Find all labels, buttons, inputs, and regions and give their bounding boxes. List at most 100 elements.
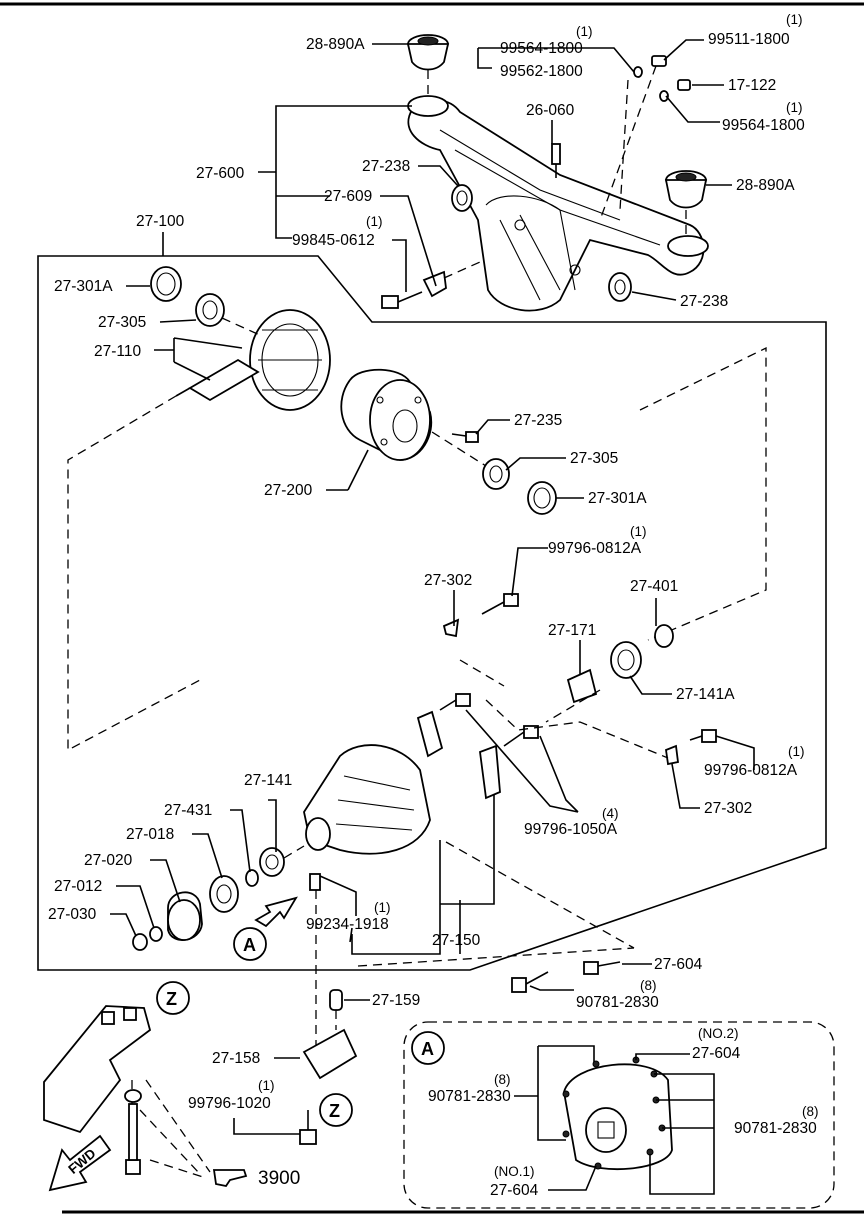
qty-99564-1800-b: (1)	[786, 100, 803, 115]
inset-label-27-604-no2: 27-604	[692, 1045, 741, 1062]
inset-a-frame	[403, 1021, 835, 1209]
label-27-609: 27-609	[324, 188, 372, 205]
label-27-301A-b: 27-301A	[588, 490, 647, 507]
label-27-235: 27-235	[514, 412, 562, 429]
label-27-150: 27-150	[432, 932, 481, 949]
mount-28-890A-right	[664, 170, 708, 236]
ref-3900: 3900	[258, 1168, 300, 1189]
label-99796-0812A-b: 99796-0812A	[704, 762, 798, 779]
label-90781-2830-a: 90781-2830	[576, 994, 659, 1011]
view-a-circle	[233, 927, 267, 961]
label-27-030: 27-030	[48, 906, 97, 923]
seals-27-171-27-141A	[459, 624, 674, 723]
label-27-200: 27-200	[264, 482, 313, 499]
label-27-158: 27-158	[212, 1050, 260, 1067]
qty-99796-0812A-a: (1)	[630, 524, 647, 539]
qty-99796-1050A: (4)	[602, 806, 619, 821]
detail-z-top-letter: Z	[166, 989, 177, 1009]
bearing-right-set	[431, 431, 557, 515]
mount-27-158	[299, 989, 358, 1145]
inset-leaders	[514, 1045, 715, 1195]
label-99564-1800-a: 99564-1800	[500, 40, 583, 57]
label-99845-0612: 99845-0612	[292, 232, 375, 249]
bolt-99796-0812A-b	[485, 699, 717, 766]
label-27-020: 27-020	[84, 852, 133, 869]
detail-z-bottom-circle	[319, 1093, 353, 1127]
label-99796-0812A-a: 99796-0812A	[548, 540, 642, 557]
qty-99564-1800-a: (1)	[576, 24, 593, 39]
qty-99796-1020: (1)	[258, 1078, 275, 1093]
bearing-left-set	[150, 266, 263, 337]
qty-99845-0612: (1)	[366, 214, 383, 229]
label-28-890A-right: 28-890A	[736, 177, 795, 194]
inset-a-letter: A	[421, 1039, 434, 1059]
ring-and-pinion-27-110	[175, 309, 331, 411]
label-27-301A-a: 27-301A	[54, 278, 113, 295]
label-27-431: 27-431	[164, 802, 212, 819]
qty-99796-0812A-b: (1)	[788, 744, 805, 759]
label-27-110: 27-110	[94, 343, 141, 360]
assembly-line-left	[67, 395, 201, 752]
inset-label-90781-right: 90781-2830	[734, 1120, 817, 1137]
label-27-171: 27-171	[548, 622, 596, 639]
bolts-27-604-90781	[511, 961, 621, 993]
view-a-letter: A	[243, 935, 256, 955]
label-27-012: 27-012	[54, 878, 102, 895]
inset-qty-90781-right: (8)	[802, 1104, 819, 1119]
label-27-141A: 27-141A	[676, 686, 735, 703]
assembly-line-right	[639, 346, 767, 641]
inset-housing	[562, 1056, 673, 1171]
label-28-890A-top: 28-890A	[306, 36, 365, 53]
detail-z-bottom-letter: Z	[329, 1101, 340, 1121]
part-labels: 28-890A (1) 99564-1800 99562-1800 (1) 99…	[48, 12, 819, 1199]
fittings-top-right	[551, 55, 691, 221]
label-26-060: 26-060	[526, 102, 575, 119]
diff-case-27-200	[340, 368, 433, 461]
label-27-159: 27-159	[372, 992, 420, 1009]
label-27-401: 27-401	[630, 578, 678, 595]
detail-z-top-circle	[156, 981, 190, 1015]
detail-z-bracket	[43, 1005, 211, 1179]
label-99564-1800-b: 99564-1800	[722, 117, 805, 134]
inset-no2: (NO.2)	[698, 1026, 739, 1041]
label-27-238-a: 27-238	[362, 158, 410, 175]
label-27-302-a: 27-302	[424, 572, 472, 589]
pinion-front-parts	[132, 845, 305, 951]
leader-lines	[110, 39, 755, 1135]
label-27-604-a: 27-604	[654, 956, 703, 973]
label-27-018: 27-018	[126, 826, 174, 843]
inset-label-27-604-no1: 27-604	[490, 1182, 539, 1199]
label-27-600: 27-600	[196, 165, 245, 182]
bolt-line	[357, 947, 635, 967]
inset-no1: (NO.1)	[494, 1164, 535, 1179]
view-arrow-icon	[254, 896, 298, 928]
label-27-141: 27-141	[244, 772, 292, 789]
qty-99234-1918: (1)	[374, 900, 391, 915]
label-27-305-b: 27-305	[570, 450, 618, 467]
crossmember	[407, 95, 709, 312]
mount-28-890A-top	[406, 34, 450, 96]
housing-bolt-line	[445, 841, 635, 949]
bolt-99796-0812A-a	[442, 593, 519, 638]
label-99234-1918: 99234-1918	[306, 916, 389, 933]
bushing-27-238-b	[608, 272, 632, 302]
inset-label-90781-left: 90781-2830	[428, 1088, 511, 1105]
fwd-arrow-icon	[48, 1134, 112, 1192]
label-99796-1050A: 99796-1050A	[524, 821, 618, 838]
label-99511-1800: 99511-1800	[708, 31, 790, 48]
qty-99511-1800: (1)	[786, 12, 803, 27]
bolt-27-235	[451, 431, 479, 443]
qty-90781-2830-a: (8)	[640, 978, 657, 993]
label-99796-1020: 99796-1020	[188, 1095, 271, 1112]
bushing-27-238-a	[451, 184, 473, 212]
inset-a-circle	[411, 1031, 445, 1065]
label-27-100: 27-100	[136, 213, 185, 230]
label-17-122: 17-122	[728, 77, 776, 94]
label-27-305-a: 27-305	[98, 314, 146, 331]
label-27-302-b: 27-302	[704, 800, 752, 817]
label-99562-1800: 99562-1800	[500, 63, 583, 80]
differential-assembly-outline	[37, 232, 827, 971]
pointing-hand-icon	[212, 1169, 248, 1188]
